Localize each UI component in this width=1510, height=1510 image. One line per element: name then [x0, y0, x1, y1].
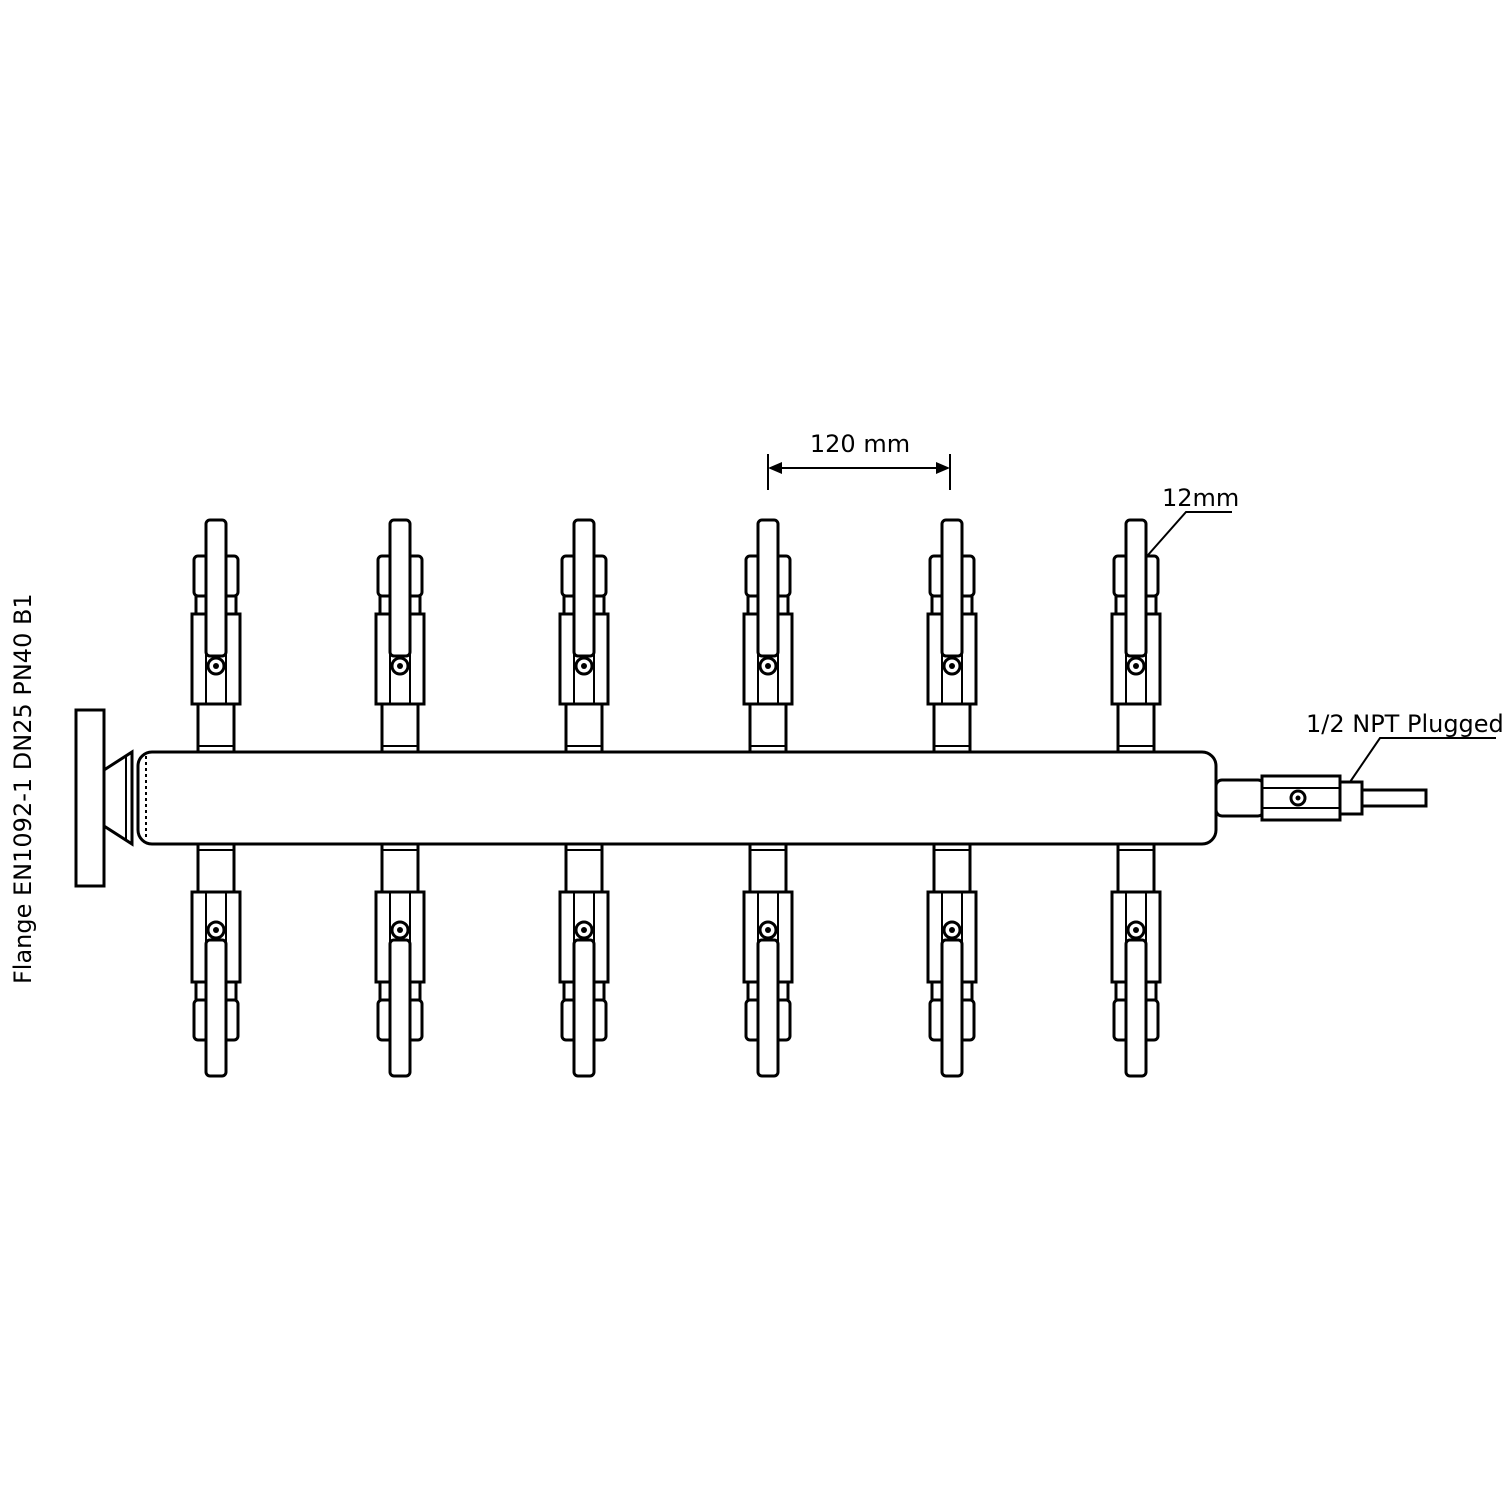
plug-label: 1/2 NPT Plugged: [1306, 710, 1504, 738]
outlet-top-5: [926, 518, 978, 754]
tube-leader: 12mm: [1147, 484, 1239, 556]
spacing-dimension: 120 mm: [767, 430, 951, 490]
plug-assembly: [1214, 774, 1428, 822]
outlet-top-2: [374, 518, 426, 754]
outlet-bottom-3: [558, 842, 610, 1078]
header-pipe: [136, 750, 1218, 846]
outlet-top-4: [742, 518, 794, 754]
outlet-bottom-2: [374, 842, 426, 1078]
flange-neck: [102, 749, 134, 847]
outlet-top-6: [1110, 518, 1162, 754]
outlet-bottom-6: [1110, 842, 1162, 1078]
outlet-top-1: [190, 518, 242, 754]
outlet-top-3: [558, 518, 610, 754]
outlet-bottom-4: [742, 842, 794, 1078]
flange-plate: [74, 708, 106, 888]
flange-label: Flange EN1092-1 DN25 PN40 B1: [9, 593, 37, 984]
outlet-bottom-5: [926, 842, 978, 1078]
outlets-group: [190, 518, 1162, 1078]
tube-label: 12mm: [1162, 484, 1239, 512]
outlet-bottom-1: [190, 842, 242, 1078]
plug-leader: 1/2 NPT Plugged: [1306, 710, 1504, 783]
spacing-label: 120 mm: [810, 430, 910, 458]
